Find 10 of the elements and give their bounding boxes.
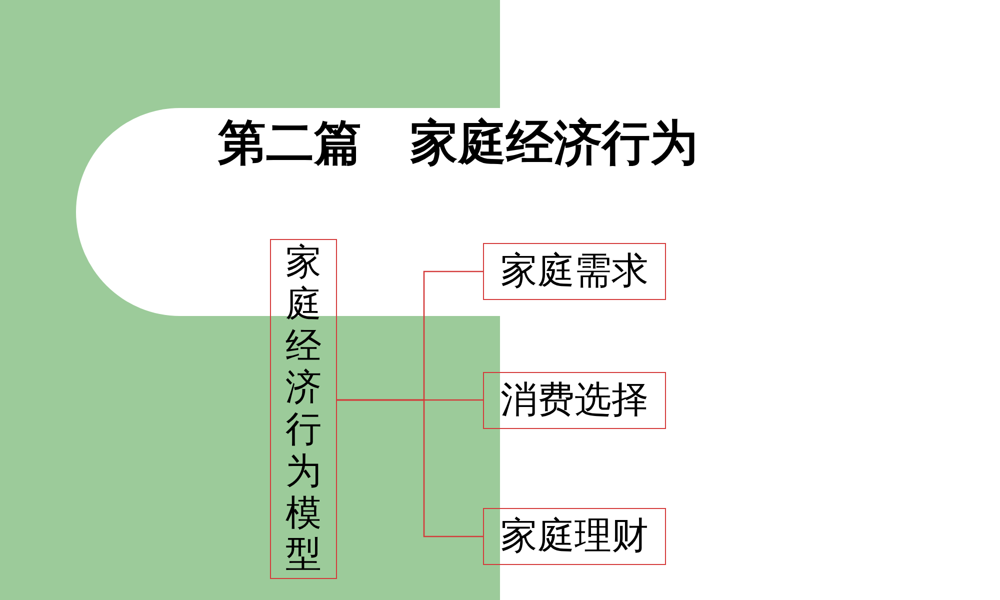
process-box (483, 508, 666, 565)
process-box (483, 372, 666, 429)
node-label: 家庭理财 (500, 515, 648, 558)
node-label: 消费选择 (500, 379, 648, 422)
node-label: 家庭需求 (500, 250, 648, 293)
connector-line (337, 399, 483, 538)
process-box (270, 239, 337, 579)
process-box (483, 243, 666, 300)
node-label: 家庭经济行为模型 (286, 242, 322, 576)
title: 第二篇 家庭经济行为 (218, 119, 698, 167)
